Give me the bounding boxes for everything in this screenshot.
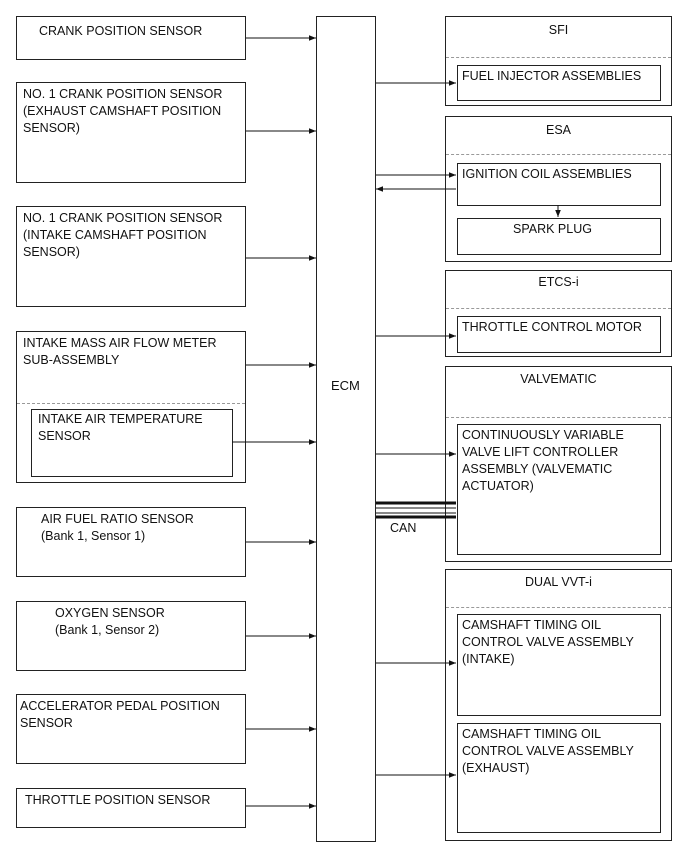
- ignition-coil-label: IGNITION COIL ASSEMBLIES: [462, 167, 632, 181]
- oxygen-sensor-label: OXYGEN SENSOR (Bank 1, Sensor 2): [55, 606, 165, 637]
- fuel-injector-box: FUEL INJECTOR ASSEMBLIES: [457, 65, 661, 101]
- valvematic-divider: [446, 417, 671, 418]
- fuel-injector-label: FUEL INJECTOR ASSEMBLIES: [462, 69, 642, 83]
- throttle-control-motor-label: THROTTLE CONTROL MOTOR: [462, 320, 642, 334]
- esa-divider: [446, 154, 671, 155]
- crank-position-sensor-label: CRANK POSITION SENSOR: [39, 24, 203, 38]
- mass-air-flow-meter-label: INTAKE MASS AIR FLOW METER SUB-ASSEMBLY: [23, 336, 217, 367]
- oxygen-sensor-box: OXYGEN SENSOR (Bank 1, Sensor 2): [16, 601, 246, 671]
- ocv-intake-box: CAMSHAFT TIMING OIL CONTROL VALVE ASSEMB…: [457, 614, 661, 716]
- exhaust-camshaft-sensor-box: NO. 1 CRANK POSITION SENSOR (EXHAUST CAM…: [16, 82, 246, 183]
- air-fuel-ratio-sensor-label: AIR FUEL RATIO SENSOR (Bank 1, Sensor 1): [41, 512, 194, 543]
- intake-air-temp-sensor-label: INTAKE AIR TEMPERATURE SENSOR: [38, 412, 203, 443]
- esa-system-box: ESA IGNITION COIL ASSEMBLIES SPARK PLUG: [445, 116, 672, 262]
- ecm-box: ECM: [316, 16, 376, 842]
- ocv-exhaust-label: CAMSHAFT TIMING OIL CONTROL VALVE ASSEMB…: [462, 727, 634, 775]
- etcs-title: ETCS-i: [538, 275, 579, 289]
- etcs-divider: [446, 308, 671, 309]
- ignition-coil-box: IGNITION COIL ASSEMBLIES: [457, 163, 661, 206]
- valvematic-title: VALVEMATIC: [520, 372, 597, 386]
- crank-position-sensor-box: CRANK POSITION SENSOR: [16, 16, 246, 60]
- dual-vvt-divider: [446, 607, 671, 608]
- esa-title: ESA: [545, 123, 571, 137]
- can-label: CAN: [390, 521, 417, 535]
- exhaust-camshaft-sensor-label: NO. 1 CRANK POSITION SENSOR (EXHAUST CAM…: [23, 87, 223, 135]
- spark-plug-box: SPARK PLUG: [457, 218, 661, 255]
- throttle-position-sensor-label: THROTTLE POSITION SENSOR: [25, 793, 211, 807]
- ocv-intake-label: CAMSHAFT TIMING OIL CONTROL VALVE ASSEMB…: [462, 618, 634, 666]
- air-fuel-ratio-sensor-box: AIR FUEL RATIO SENSOR (Bank 1, Sensor 1): [16, 507, 246, 577]
- intake-camshaft-sensor-label: NO. 1 CRANK POSITION SENSOR (INTAKE CAMS…: [23, 211, 223, 259]
- dual-vvt-system-box: DUAL VVT-i CAMSHAFT TIMING OIL CONTROL V…: [445, 569, 672, 841]
- can-bus: [376, 501, 456, 519]
- ocv-exhaust-box: CAMSHAFT TIMING OIL CONTROL VALVE ASSEMB…: [457, 723, 661, 833]
- sfi-divider: [446, 57, 671, 58]
- sfi-title: SFI: [548, 23, 569, 37]
- mass-air-flow-meter-box: INTAKE MASS AIR FLOW METER SUB-ASSEMBLY …: [16, 331, 246, 483]
- throttle-position-sensor-box: THROTTLE POSITION SENSOR: [16, 788, 246, 828]
- etcs-system-box: ETCS-i THROTTLE CONTROL MOTOR: [445, 270, 672, 357]
- accelerator-pedal-sensor-box: ACCELERATOR PEDAL POSITION SENSOR: [16, 694, 246, 764]
- sfi-system-box: SFI FUEL INJECTOR ASSEMBLIES: [445, 16, 672, 106]
- maf-divider: [17, 403, 245, 404]
- valve-lift-controller-box: CONTINUOUSLY VARIABLE VALVE LIFT CONTROL…: [457, 424, 661, 555]
- intake-air-temp-sensor-box: INTAKE AIR TEMPERATURE SENSOR: [31, 409, 233, 477]
- accelerator-pedal-sensor-label: ACCELERATOR PEDAL POSITION SENSOR: [20, 699, 220, 730]
- intake-camshaft-sensor-box: NO. 1 CRANK POSITION SENSOR (INTAKE CAMS…: [16, 206, 246, 307]
- dual-vvt-title: DUAL VVT-i: [525, 575, 592, 589]
- ecm-label: ECM: [331, 378, 360, 393]
- valvematic-system-box: VALVEMATIC CONTINUOUSLY VARIABLE VALVE L…: [445, 366, 672, 562]
- valve-lift-controller-label: CONTINUOUSLY VARIABLE VALVE LIFT CONTROL…: [462, 428, 624, 493]
- throttle-control-motor-box: THROTTLE CONTROL MOTOR: [457, 316, 661, 353]
- spark-plug-label: SPARK PLUG: [513, 222, 592, 236]
